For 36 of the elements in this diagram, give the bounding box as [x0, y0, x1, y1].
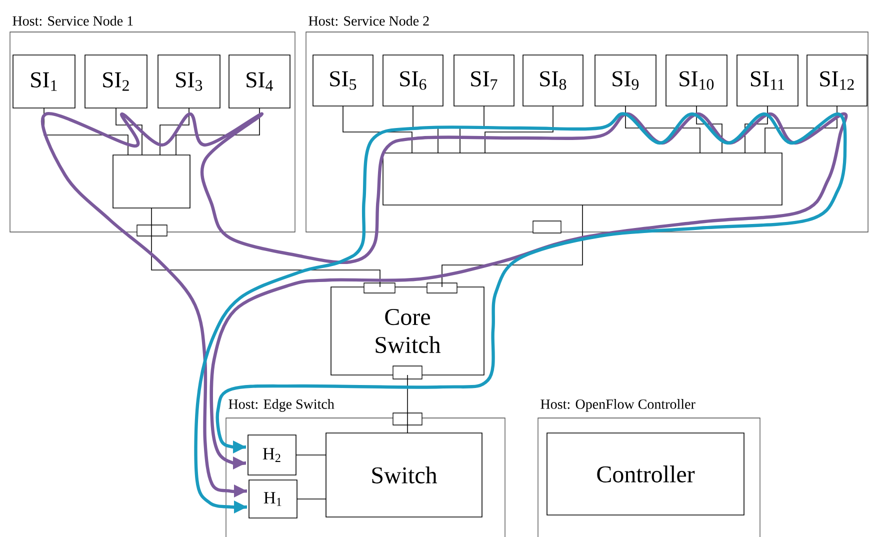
link-line [176, 108, 260, 156]
link-line [342, 106, 412, 154]
link-line [625, 106, 700, 154]
link-line [484, 106, 554, 154]
link-line [151, 208, 380, 288]
device-box: Switch [326, 432, 482, 518]
switch-box [112, 154, 190, 208]
host-heading: Host: Service Node 2 [308, 16, 429, 26]
link-line [160, 108, 190, 156]
host-box: H$_{2}$ [248, 434, 296, 476]
link-line [296, 498, 326, 500]
service-instance-box: SI$_{12}$ [806, 54, 868, 106]
path-arrow [44, 112, 845, 498]
link-line [296, 454, 326, 456]
device-box: Core Switch [330, 286, 484, 376]
path-arrow [194, 112, 847, 514]
link-line [116, 108, 142, 156]
device-box: Controller [546, 432, 744, 516]
service-instance-box: SI$_{9}$ [594, 54, 656, 106]
service-instance-box: SI$_{4}$ [228, 54, 290, 108]
host-box: H$_{1}$ [248, 480, 298, 518]
service-instance-box: SI$_{11}$ [736, 54, 798, 106]
link-line [407, 374, 408, 434]
service-instance-box: SI$_{3}$ [158, 54, 220, 108]
link-line [442, 204, 583, 288]
service-instance-box: SI$_{8}$ [522, 54, 584, 106]
service-instance-box: SI$_{7}$ [454, 54, 514, 106]
switch-box [382, 152, 782, 206]
host-heading: Host: Edge Switch [228, 399, 334, 412]
service-instance-box: SI$_{2}$ [84, 54, 148, 108]
service-instance-box: SI$_{1}$ [12, 54, 76, 108]
service-instance-box: SI$_{10}$ [666, 54, 728, 106]
service-instance-box: SI$_{6}$ [382, 54, 444, 106]
host-heading: Host: OpenFlow Controller [540, 399, 696, 412]
service-instance-box: SI$_{5}$ [312, 54, 374, 106]
host-heading: Host: Service Node 1 [12, 16, 133, 26]
